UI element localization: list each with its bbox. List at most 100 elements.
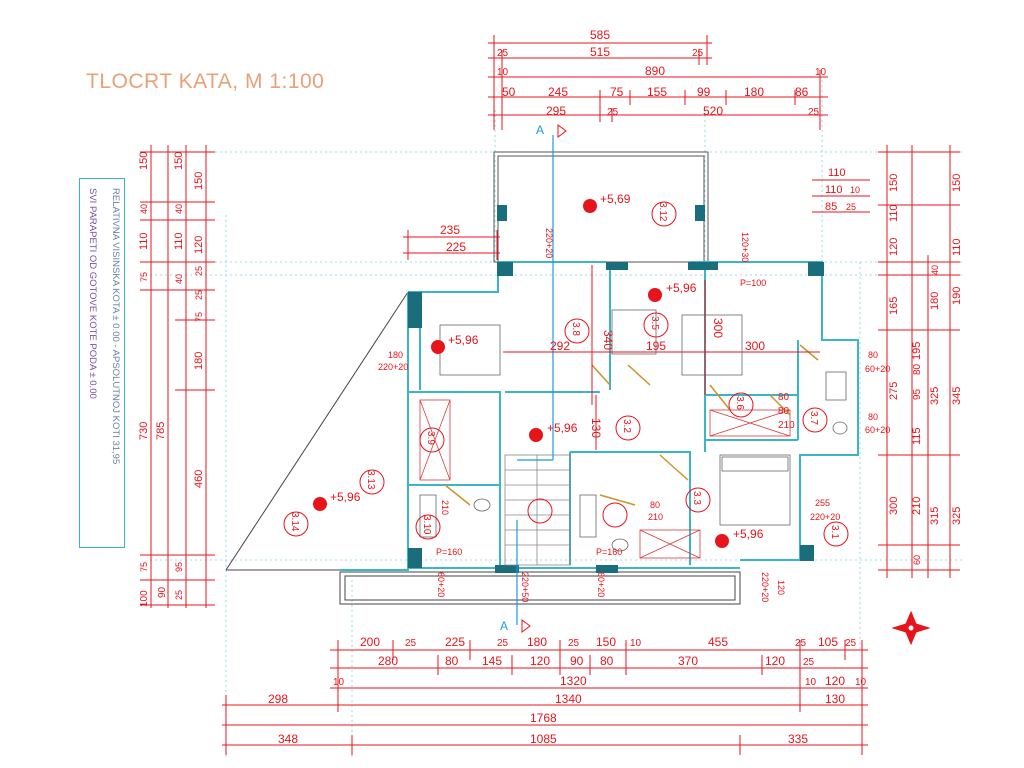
roof-slope (225, 291, 741, 605)
room-label: 3.8 (570, 322, 581, 336)
svg-text:+5,96: +5,96 (547, 421, 578, 435)
dim-label: 300 (888, 497, 900, 515)
dim-label: 298 (268, 692, 288, 706)
dim-label: 292 (550, 339, 570, 353)
level-marker: +5,96 (715, 527, 764, 548)
opening-label: 210 (440, 500, 450, 515)
dim-label: 75 (139, 562, 149, 572)
left-dimension-labels: 150 40 110 75 730 785 75 90 100 150 40 1… (138, 152, 205, 607)
dim-label: 10 (333, 677, 345, 688)
dim-label: 295 (546, 104, 566, 118)
svg-text:+5,96: +5,96 (448, 333, 479, 347)
opening-label: 80 (868, 412, 878, 422)
dim-label: 99 (697, 85, 711, 99)
dim-label: 275 (888, 382, 900, 400)
dim-label: 155 (647, 85, 667, 99)
level-marker: +5,96 (313, 490, 361, 511)
dim-label: 75 (610, 85, 624, 99)
dim-label: 40 (174, 204, 184, 214)
dim-label: 370 (678, 654, 698, 668)
notes-box (79, 178, 125, 548)
dim-label: 515 (590, 45, 610, 59)
opening-label: 220+20 (760, 572, 770, 602)
opening-label: 120+30 (740, 232, 750, 262)
opening-label: 210 (648, 512, 663, 522)
section-label-bottom: A (500, 619, 508, 633)
dim-label: 785 (155, 422, 167, 440)
dim-label: 25 (795, 638, 807, 649)
room-label: 3.7 (808, 411, 819, 425)
dim-label: 80 (600, 654, 614, 668)
guide-lines (150, 80, 965, 760)
dim-label: 110 (173, 232, 185, 250)
dim-label: 130 (825, 692, 845, 706)
dim-label: 110 (951, 238, 963, 256)
inner-dimension-labels: 235 225 340 292 195 300 300 130 80 80 21… (440, 223, 795, 438)
dim-label: 95 (912, 388, 923, 400)
top-dimensions (488, 35, 828, 130)
svg-text:+5,96: +5,96 (330, 490, 361, 504)
dim-label: 120 (825, 674, 845, 688)
dim-label: 25 (607, 107, 619, 118)
dim-label: 120 (530, 654, 550, 668)
room-label: 3.9 (425, 431, 436, 445)
dim-label: 25 (846, 202, 856, 212)
dim-label: 300 (745, 339, 765, 353)
dim-label: 60 (912, 555, 922, 565)
dim-label: 520 (703, 104, 723, 118)
dim-label: 348 (278, 732, 298, 746)
inner-dimensions (403, 230, 820, 450)
dim-label: 25 (497, 638, 509, 649)
svg-text:+5,96: +5,96 (733, 527, 764, 541)
level-markers: +5,69 +5,96 +5,96 +5,96 +5,96 +5,96 (313, 192, 764, 548)
level-marker: +5,96 (648, 281, 697, 302)
dim-label: 150 (951, 174, 963, 192)
room-label: 3.10 (421, 515, 432, 535)
dim-label: 200 (360, 635, 380, 649)
dim-label: 180 (744, 85, 764, 99)
dim-label: 225 (445, 635, 465, 649)
dim-label: 10 (850, 185, 860, 195)
drawing-title: TLOCRT KATA, M 1:100 (86, 70, 325, 93)
opening-label: 80 (868, 350, 878, 360)
opening-label: 120 (776, 580, 786, 595)
opening-label: 220+20 (544, 228, 554, 258)
dim-label: 80 (778, 392, 790, 403)
dim-label: 95 (174, 562, 184, 572)
opening-label: 255 (815, 498, 830, 508)
dim-label: 235 (440, 223, 460, 237)
dim-label: 40 (930, 265, 940, 275)
dim-label: 80 (778, 406, 790, 417)
dim-label: 10 (815, 67, 827, 78)
terrace-outline (493, 151, 709, 263)
dim-label: 110 (138, 232, 150, 250)
furniture (419, 309, 848, 552)
dim-label: 1085 (530, 732, 557, 746)
dim-label: 150 (193, 172, 205, 190)
room-label: 3.3 (691, 491, 702, 505)
dim-label: 25 (568, 638, 580, 649)
dim-label: 40 (139, 204, 149, 214)
dim-label: 25 (845, 638, 857, 649)
section-arrows (521, 124, 567, 633)
room-tags (283, 201, 849, 547)
room-label: 3.5 (649, 316, 660, 330)
dim-label: 585 (590, 28, 610, 42)
room-label: 3.12 (657, 202, 668, 222)
dim-label: 325 (951, 507, 963, 525)
dim-label: 325 (929, 387, 941, 405)
dim-label: 280 (378, 654, 398, 668)
right-dimensions (812, 145, 960, 578)
dim-label: 1340 (555, 692, 582, 706)
dim-label: 90 (570, 654, 584, 668)
dim-label: 210 (778, 420, 795, 431)
svg-text:+5,69: +5,69 (600, 192, 631, 206)
dim-label: 110 (828, 167, 846, 179)
dim-label: 145 (482, 654, 502, 668)
dim-label: 25 (174, 590, 184, 600)
dim-label: 10 (497, 67, 509, 78)
dim-label: 25 (497, 48, 509, 59)
room-label: 3.13 (365, 470, 376, 490)
dim-label: 730 (138, 422, 150, 440)
dim-label: 210 (911, 497, 923, 515)
